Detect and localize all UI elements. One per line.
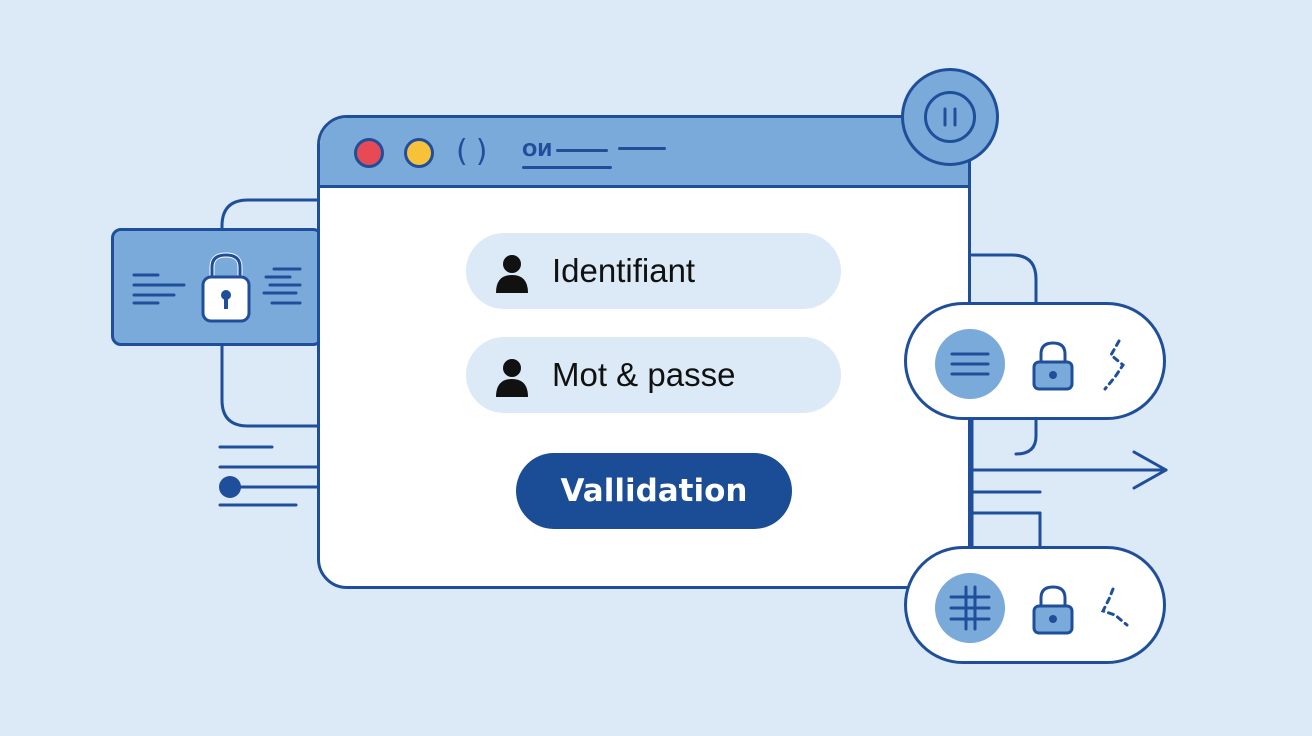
title-bar: () ОИ — [320, 118, 968, 188]
dotted-path-icon — [1100, 587, 1129, 627]
padlock-icon — [1032, 341, 1074, 391]
address-line — [618, 147, 666, 150]
browser-window: () ОИ Identifiant Mot & passe Vallidatio… — [317, 115, 971, 589]
minimize-dot-icon[interactable] — [404, 138, 434, 168]
dotted-path-icon — [1103, 339, 1125, 391]
pause-circle-icon[interactable] — [901, 68, 999, 166]
username-field[interactable]: Identifiant — [466, 233, 841, 309]
nav-parens[interactable]: () — [456, 134, 496, 169]
address-line — [522, 166, 612, 169]
address-line — [556, 149, 608, 152]
padlock-icon — [132, 252, 302, 323]
security-pill-grid[interactable] — [904, 546, 1166, 664]
padlock-icon — [1032, 585, 1074, 635]
validation-button[interactable]: Vallidation — [516, 453, 792, 529]
connector-node — [219, 476, 241, 498]
grid-icon[interactable] — [935, 573, 1005, 643]
person-icon — [496, 255, 528, 293]
pause-bars — [943, 107, 957, 127]
person-icon — [496, 359, 528, 397]
hamburger-menu-icon[interactable] — [935, 329, 1005, 399]
lock-card — [111, 228, 323, 346]
password-label: Mot & passe — [552, 356, 736, 393]
close-dot-icon[interactable] — [354, 138, 384, 168]
security-pill-menu[interactable] — [904, 302, 1166, 420]
address-text: ОИ — [522, 140, 553, 161]
username-label: Identifiant — [552, 252, 696, 289]
password-field[interactable]: Mot & passe — [466, 337, 841, 413]
badge-inner-ring — [924, 91, 976, 143]
